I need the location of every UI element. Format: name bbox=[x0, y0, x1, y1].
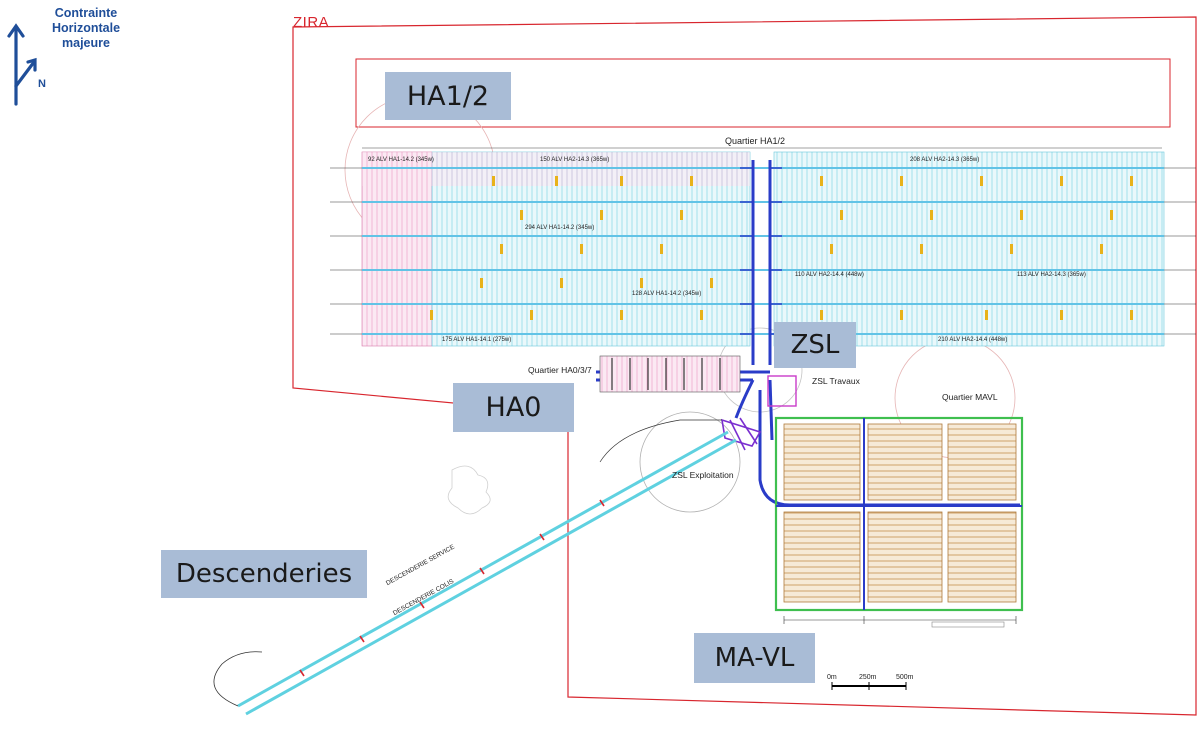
stress-direction-label: Contrainte Horizontale majeure bbox=[51, 6, 121, 50]
alv-label-9: 210 ALV HA2-14.4 (448w) bbox=[938, 337, 1008, 343]
north-label: N bbox=[38, 78, 46, 90]
quartier-ha037-label: Quartier HA0/3/7 bbox=[528, 365, 592, 375]
mavl-cells-sw bbox=[783, 511, 861, 603]
alv-label-7: 128 ALV HA1-14.2 (345w) bbox=[632, 291, 702, 297]
zone-label-descenderies: Descenderies bbox=[161, 550, 367, 598]
zsl-travaux-block bbox=[767, 375, 797, 407]
ha2-cells-right bbox=[773, 151, 1165, 347]
zone-label-zsl: ZSL bbox=[774, 322, 856, 368]
scale-label-500: 500m bbox=[896, 674, 914, 681]
mavl-cells-nw bbox=[783, 423, 861, 501]
zira-boundary bbox=[292, 16, 1197, 716]
zsl-exploitation-label: ZSL Exploitation bbox=[672, 470, 734, 480]
mavl-quarter-boundary bbox=[774, 416, 1024, 612]
zone-label-ha12: HA1/2 bbox=[385, 72, 511, 120]
zira-label: ZIRA bbox=[293, 14, 330, 31]
zone-label-mavl: MA-VL bbox=[694, 633, 815, 683]
scale-bar bbox=[831, 682, 907, 690]
scale-label-250: 250m bbox=[859, 674, 877, 681]
zsl-travaux-label: ZSL Travaux bbox=[812, 376, 860, 386]
zone-label-ha0: HA0 bbox=[453, 383, 574, 432]
alv-label-6: 113 ALV HA2-14.3 (365w) bbox=[1017, 272, 1086, 278]
mavl-cells-n bbox=[867, 423, 943, 501]
mavl-cells-ne bbox=[947, 423, 1017, 501]
alv-label-8: 175 ALV HA1-14.1 (275w) bbox=[442, 337, 512, 343]
ha0-quarter-cells bbox=[599, 355, 741, 393]
alv-label-2: 150 ALV HA2-14.3 (365w) bbox=[540, 157, 610, 163]
quartier-ha12-label: Quartier HA1/2 bbox=[725, 136, 786, 146]
alv-label-3: 208 ALV HA2-14.3 (365w) bbox=[910, 157, 980, 163]
alv-label-4: 294 ALV HA1-14.2 (345w) bbox=[525, 225, 595, 231]
quartier-mavl-label: Quartier MAVL bbox=[942, 392, 998, 402]
scale-label-0: 0m bbox=[827, 674, 837, 681]
compass-arrows bbox=[7, 23, 37, 106]
ha12-reserve-zone bbox=[355, 58, 1171, 128]
alv-label-1: 92 ALV HA1-14.2 (345w) bbox=[368, 157, 434, 163]
mavl-cells-s bbox=[867, 511, 943, 603]
alv-label-5: 110 ALV HA2-14.4 (448w) bbox=[795, 272, 864, 278]
mavl-cells-se bbox=[947, 511, 1017, 603]
